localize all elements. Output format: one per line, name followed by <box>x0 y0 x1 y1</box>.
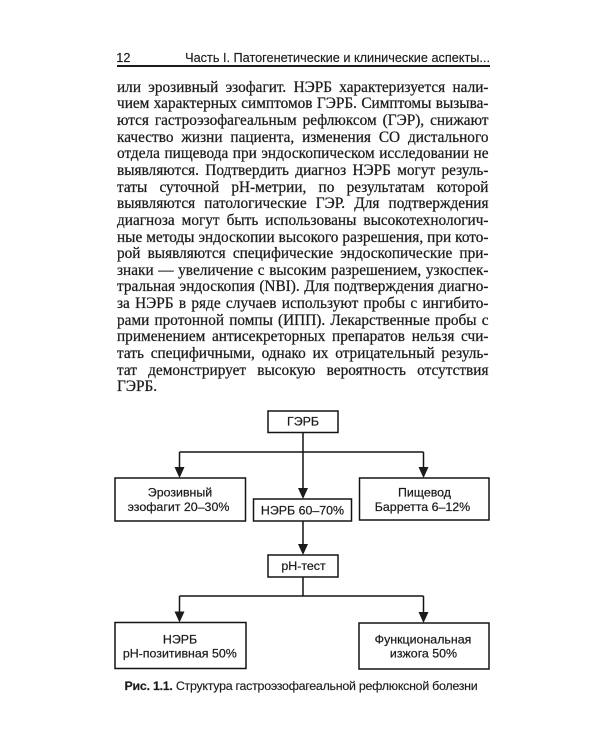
svg-text:Функциональная: Функциональная <box>375 633 472 647</box>
svg-text:НЭРБ: НЭРБ <box>163 633 197 647</box>
svg-text:эзофагит 20–30%: эзофагит 20–30% <box>128 500 230 514</box>
svg-text:pH-позитивная 50%: pH-позитивная 50% <box>123 646 237 660</box>
svg-text:изжога 50%: изжога 50% <box>390 646 457 660</box>
svg-text:pH-тест: pH-тест <box>281 559 326 573</box>
svg-text:Барретта 6–12%: Барретта 6–12% <box>375 500 470 514</box>
svg-text:НЭРБ 60–70%: НЭРБ 60–70% <box>261 503 344 517</box>
svg-text:Пищевод: Пищевод <box>398 486 452 500</box>
svg-text:ГЭРБ: ГЭРБ <box>287 414 319 428</box>
svg-text:Эрозивный: Эрозивный <box>148 486 212 500</box>
